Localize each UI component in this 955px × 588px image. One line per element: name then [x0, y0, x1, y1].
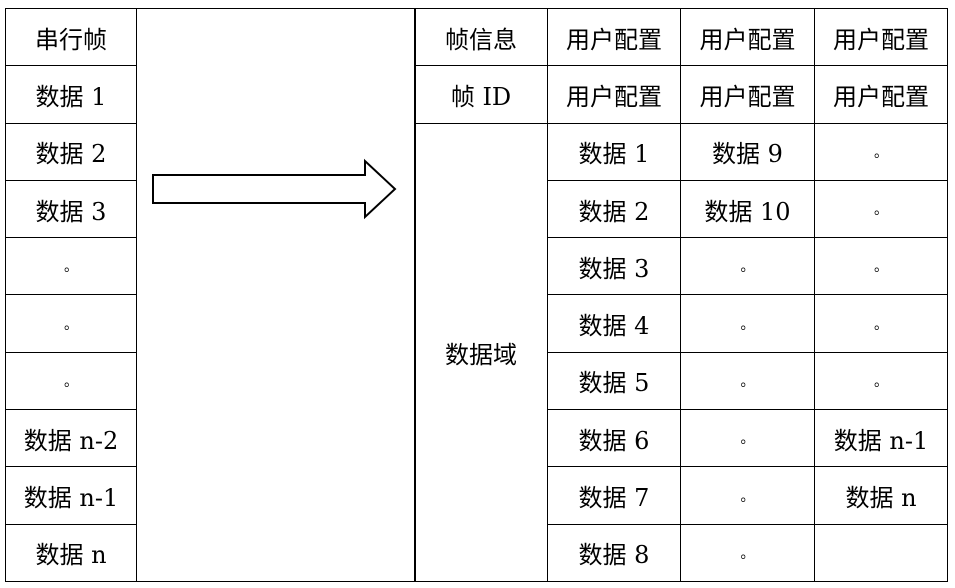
ellipsis-cell: 。: [680, 351, 815, 411]
user-config-cell: 用户配置: [680, 65, 815, 124]
frame-id-header: 帧 ID: [414, 65, 548, 124]
user-config-cell: 用户配置: [814, 65, 948, 124]
ellipsis-cell: 。: [680, 466, 815, 525]
user-config-cell: 用户配置: [547, 7, 681, 67]
user-config-cell: 用户配置: [547, 65, 681, 124]
ellipsis-cell: 。: [680, 523, 815, 582]
ellipsis-cell: 。: [680, 409, 815, 468]
serial-frame-header: 串行帧: [5, 7, 137, 67]
data-cell: 数据 7: [547, 466, 681, 525]
serial-data-cell: 数据 2: [5, 122, 137, 181]
ellipsis-cell: 。: [680, 294, 815, 353]
data-cell: 数据 5: [547, 351, 681, 411]
user-config-cell: 用户配置: [814, 7, 948, 67]
right-arrow-icon: [152, 158, 397, 220]
data-cell: 数据 6: [547, 409, 681, 468]
frame-info-header: 帧信息: [414, 7, 548, 67]
serial-data-cell: 数据 n: [5, 523, 137, 582]
serial-data-cell: 数据 1: [5, 65, 137, 124]
ellipsis-cell: 。: [5, 294, 137, 353]
user-config-cell: 用户配置: [680, 7, 815, 67]
serial-frame-table: 串行帧 数据 1 数据 2 数据 3 。 。 。 数据 n-2 数据 n-1 数…: [5, 7, 416, 582]
serial-data-cell: 数据 n-2: [5, 409, 137, 468]
data-cell: 数据 n-1: [814, 409, 948, 468]
ellipsis-cell: 。: [680, 237, 815, 296]
ellipsis-cell: 。: [814, 351, 948, 411]
arrow-area: [136, 8, 416, 582]
data-cell: 数据 1: [547, 122, 681, 181]
ellipsis-cell: 。: [5, 351, 137, 411]
empty-cell: [814, 523, 948, 582]
data-cell: 数据 8: [547, 523, 681, 582]
ellipsis-cell: 。: [814, 179, 948, 239]
data-field-label: 数据域: [414, 122, 548, 582]
data-cell: 数据 n: [814, 466, 948, 525]
serial-data-cell: 数据 3: [5, 179, 137, 239]
can-frame-table: 帧信息 用户配置 用户配置 用户配置 帧 ID 用户配置 用户配置 用户配置 数…: [414, 7, 948, 582]
ellipsis-cell: 。: [5, 237, 137, 296]
data-cell: 数据 4: [547, 294, 681, 353]
data-cell: 数据 3: [547, 237, 681, 296]
data-cell: 数据 9: [680, 122, 815, 181]
data-cell: 数据 10: [680, 179, 815, 239]
ellipsis-cell: 。: [814, 237, 948, 296]
data-cell: 数据 2: [547, 179, 681, 239]
serial-data-cell: 数据 n-1: [5, 466, 137, 525]
ellipsis-cell: 。: [814, 122, 948, 181]
ellipsis-cell: 。: [814, 294, 948, 353]
